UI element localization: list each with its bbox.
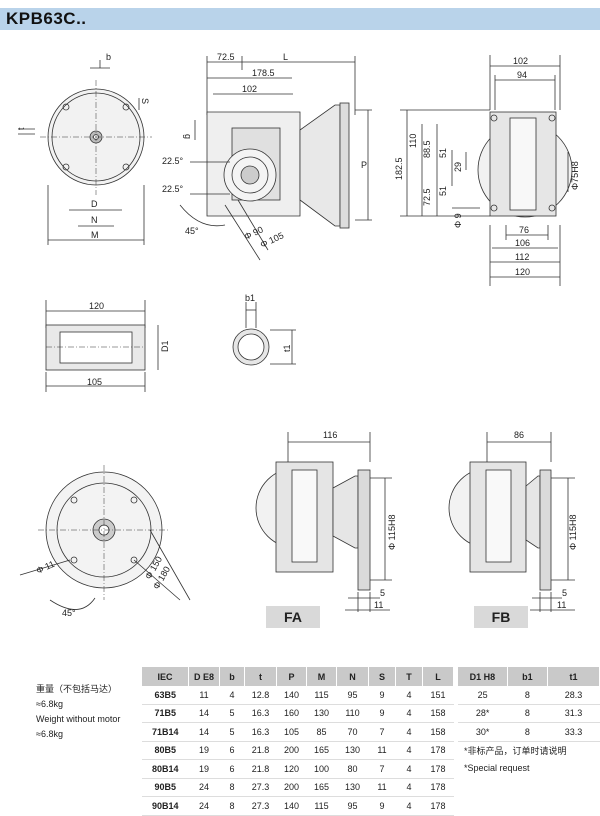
gearbox-end-view — [400, 55, 573, 286]
gearbox-side-view — [179, 56, 372, 261]
dim-phi-115-fb: Φ 115H8 — [568, 514, 578, 550]
dim-n: N — [91, 215, 98, 225]
dim-72-5-end: 72.5 — [422, 188, 432, 206]
dim-l: L — [283, 52, 288, 62]
dim-b: b — [106, 52, 111, 62]
weight-label-en: Weight without motor — [36, 714, 121, 724]
shaft-keyway-section — [232, 302, 296, 366]
dim-b1: b1 — [245, 293, 255, 303]
dim-86: 86 — [514, 430, 524, 440]
dim-94: 94 — [517, 70, 527, 80]
fb-flange-side-view — [448, 432, 575, 612]
output-flange-face — [19, 465, 191, 610]
dim-phi-11: Φ 11 — [35, 559, 56, 576]
dim-51-b: 51 — [438, 186, 448, 196]
dim-g: g — [183, 134, 193, 139]
dim-29: 29 — [453, 162, 463, 172]
dim-11-fa: 11 — [374, 600, 383, 610]
dim-110: 110 — [408, 134, 418, 148]
fa-flange-side-view — [255, 432, 392, 612]
weight-value-cn: ≈6.8kg — [36, 699, 63, 709]
dim-11-fb: 11 — [557, 600, 566, 610]
dim-120-shaft: 120 — [89, 301, 104, 311]
angle-22-5-b: 22.5° — [162, 184, 184, 194]
motor-flange-front-view — [18, 60, 152, 245]
dim-72-5-side: 72.5 — [217, 52, 235, 62]
dim-120-end: 120 — [515, 267, 530, 277]
dim-106: 106 — [515, 238, 530, 248]
title-bar — [0, 8, 600, 30]
dim-178-5: 178.5 — [252, 68, 275, 78]
weight-note: 重量（不包括马达） ≈6.8kg Weight without motor ≈6… — [36, 682, 120, 742]
th-iec: IEC — [142, 667, 189, 686]
dim-102-end: 102 — [513, 56, 528, 66]
th-b1: b1 — [507, 667, 549, 686]
dim-d1: D1 — [160, 340, 170, 352]
angle-45-flange: 45° — [62, 608, 76, 618]
dim-5-fb: 5 — [562, 588, 567, 598]
dim-5-fa: 5 — [380, 588, 385, 598]
hollow-shaft-section — [45, 300, 159, 392]
th-n: N — [336, 667, 369, 686]
th-s: S — [368, 667, 396, 686]
dim-76: 76 — [519, 225, 529, 235]
dim-m: M — [91, 230, 99, 240]
dim-phi-75: Φ75H8 — [570, 161, 580, 190]
angle-45-side: 45° — [185, 226, 199, 236]
th-t: t — [244, 667, 277, 686]
dim-88-5: 88.5 — [422, 140, 432, 158]
dim-112: 112 — [515, 252, 529, 262]
dim-102-side: 102 — [242, 84, 257, 94]
angle-22-5-a: 22.5° — [162, 156, 184, 166]
th-b: b — [219, 667, 245, 686]
dim-t: t — [16, 127, 26, 130]
dim-51-a: 51 — [438, 148, 448, 158]
dim-p: P — [361, 160, 367, 170]
dim-d: D — [91, 199, 98, 209]
th-p: P — [276, 667, 307, 686]
th-t1: t1 — [547, 667, 600, 686]
th-t2: T — [395, 667, 423, 686]
dim-phi-9: Φ 9 — [453, 213, 463, 228]
dim-182-5: 182.5 — [394, 157, 404, 180]
th-m: M — [306, 667, 337, 686]
note-cn: *非标产品，订单时请说明 — [464, 745, 567, 756]
note-en: *Special request — [464, 762, 530, 773]
dim-t1: t1 — [282, 344, 292, 352]
dim-s: S — [140, 98, 150, 104]
th-l: L — [422, 667, 454, 686]
th-d1: D1 H8 — [458, 667, 508, 686]
fa-tag: FA — [266, 606, 320, 628]
dim-phi-115-fa: Φ 115H8 — [387, 514, 397, 550]
weight-label-cn: 重量（不包括马达） — [36, 684, 118, 694]
page-title: KPB63C.. — [6, 9, 87, 28]
dim-105: 105 — [87, 377, 102, 387]
fb-tag: FB — [474, 606, 528, 628]
th-d: D E8 — [188, 667, 220, 686]
weight-value-en: ≈6.8kg — [36, 729, 63, 739]
dim-116: 116 — [323, 430, 337, 440]
